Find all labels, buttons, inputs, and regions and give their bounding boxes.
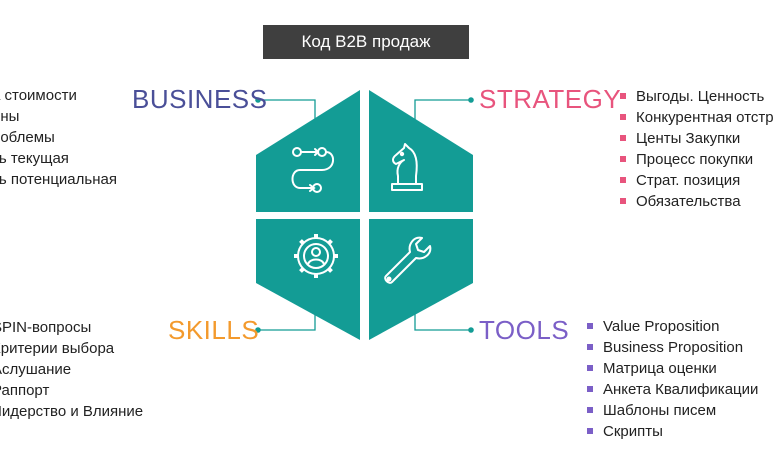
tools-connector	[414, 309, 471, 331]
skills-connector	[258, 309, 316, 331]
tools-item: Анкета Квалификации	[587, 379, 758, 400]
tools-item: Матрица оценки	[587, 358, 758, 379]
skills-item: Аслушание	[0, 361, 72, 378]
skills-title: SKILLS	[168, 315, 260, 345]
tools-item-text: Скрипты	[603, 423, 663, 440]
bullet-icon	[620, 93, 626, 99]
tools-title: TOOLS	[479, 315, 570, 345]
strategy-quadrant	[369, 90, 473, 212]
strategy-item-text: Выгоды. Ценность	[636, 88, 765, 105]
strategy-item-text: Страт. позиция	[636, 172, 741, 189]
bullet-icon	[587, 323, 593, 329]
skills-item: Критерии выбора	[0, 340, 115, 357]
strategy-item-text: Процесс покупки	[636, 151, 754, 168]
tools-item: Business Proposition	[587, 337, 758, 358]
business-item: ть текущая	[0, 150, 69, 167]
business-item: оны	[0, 108, 20, 125]
strategy-item-text: Конкурентная отстр	[636, 109, 774, 126]
tools-item-text: Шаблоны писем	[603, 402, 717, 419]
business-item: а стоимости	[0, 87, 77, 104]
bullet-icon	[587, 428, 593, 434]
bullet-icon	[587, 407, 593, 413]
tools-connector-dot	[468, 327, 474, 333]
chess-knight-icon	[391, 143, 423, 191]
bullet-icon	[620, 198, 626, 204]
skills-connector-dot	[255, 327, 261, 333]
skills-item: Лидерство и Влияние	[0, 403, 144, 420]
strategy-item: Процесс покупки	[620, 149, 774, 170]
bullet-icon	[587, 365, 593, 371]
strategy-item: Страт. позиция	[620, 170, 774, 191]
business-item: ть потенциальная	[0, 171, 117, 188]
tools-item-text: Value Proposition	[603, 318, 720, 335]
bullet-icon	[587, 344, 593, 350]
diagram-title: Код B2B продаж	[263, 25, 469, 59]
strategy-title: STRATEGY	[479, 84, 622, 114]
bullet-icon	[620, 156, 626, 162]
business-connector-dot	[255, 97, 261, 103]
bullet-icon	[620, 135, 626, 141]
tools-list: Value Proposition Business Proposition М…	[587, 316, 758, 442]
business-title: BUSINESS	[132, 84, 268, 114]
tools-item: Шаблоны писем	[587, 400, 758, 421]
process-flow-icon	[291, 147, 334, 193]
wrench-icon	[384, 236, 432, 284]
tools-item: Скрипты	[587, 421, 758, 442]
strategy-item-text: Центы Закупки	[636, 130, 741, 147]
business-list: а стоимости оны роблемы ть текущая ть по…	[0, 85, 117, 190]
skills-item: Раппорт	[0, 382, 50, 399]
strategy-list: Выгоды. Ценность Конкурентная отстр Цент…	[620, 86, 774, 212]
gear-person-icon	[294, 234, 338, 278]
skills-item: SPIN-вопросы	[0, 319, 92, 336]
strategy-item: Выгоды. Ценность	[620, 86, 774, 107]
strategy-item-text: Обязательства	[636, 193, 741, 210]
strategy-connector	[414, 99, 471, 121]
business-item: роблемы	[0, 129, 55, 146]
bullet-icon	[587, 386, 593, 392]
strategy-connector-dot	[468, 97, 474, 103]
strategy-item: Центы Закупки	[620, 128, 774, 149]
tools-item-text: Анкета Квалификации	[603, 381, 759, 398]
strategy-item: Обязательства	[620, 191, 774, 212]
tools-item-text: Матрица оценки	[603, 360, 717, 377]
bullet-icon	[620, 177, 626, 183]
strategy-item: Конкурентная отстр	[620, 107, 774, 128]
bullet-icon	[620, 114, 626, 120]
skills-list: SPIN-вопросы Критерии выбора Аслушание Р…	[0, 317, 143, 422]
tools-item: Value Proposition	[587, 316, 758, 337]
business-connector	[258, 99, 316, 121]
skills-quadrant	[256, 219, 360, 340]
tools-item-text: Business Proposition	[603, 339, 744, 356]
tools-quadrant	[369, 219, 473, 340]
